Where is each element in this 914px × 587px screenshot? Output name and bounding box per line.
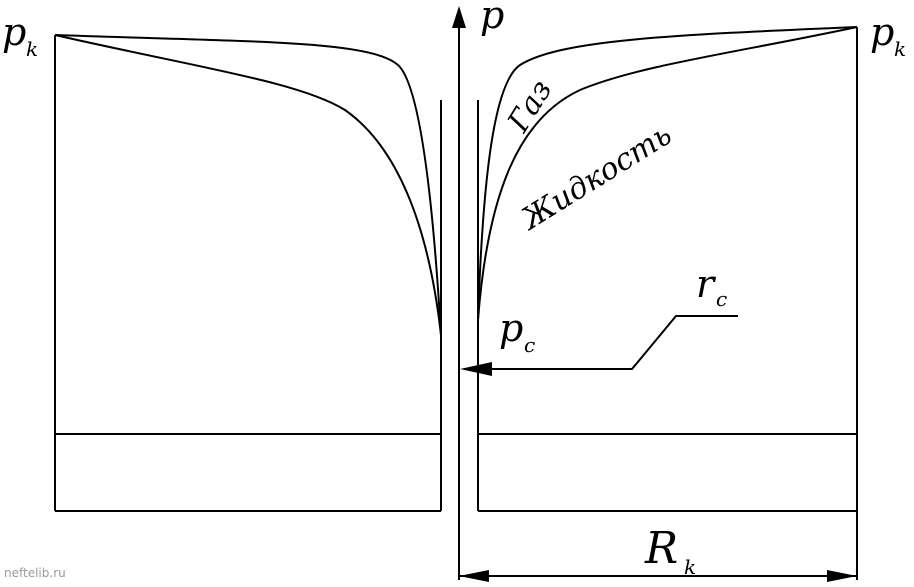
dimension-arrowhead-left (459, 570, 489, 582)
gas-curve-left (54, 34, 442, 336)
contour-radius-subscript: k (684, 555, 696, 579)
right-pk-subscript: k (894, 37, 906, 61)
contour-radius-label: R (644, 523, 678, 574)
pressure-axis-label: p (480, 0, 504, 37)
well-pressure-label: p (499, 306, 523, 350)
left-pk-subscript: k (26, 37, 38, 61)
gas-curve-label: Газ (501, 74, 560, 139)
liquid-curve-left (54, 34, 442, 336)
well-radius-subscript: c (716, 287, 727, 311)
well-radius-label: r (696, 262, 717, 306)
right-pk-label: p (870, 10, 894, 54)
well-radius-leader (480, 315, 738, 370)
well-pressure-subscript: c (524, 333, 535, 357)
gas-curve-right (477, 26, 858, 321)
well-radius-arrowhead (460, 362, 492, 376)
liquid-curve-label: Жидкость (514, 117, 678, 238)
pressure-axis-arrowhead (452, 6, 466, 28)
left-pk-label: p (2, 10, 26, 54)
dimension-arrowhead-right (827, 570, 857, 582)
liquid-curve-right (477, 26, 858, 321)
watermark: neftelib.ru (4, 566, 66, 580)
